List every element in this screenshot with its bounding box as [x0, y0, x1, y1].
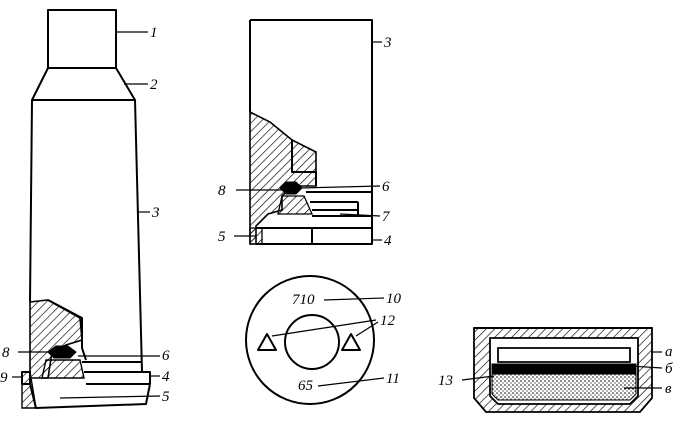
triangle-mark-right: [341, 333, 361, 351]
mid-callout-6: 6: [382, 179, 390, 195]
primer-cup: 13 a б в: [438, 327, 673, 413]
triangle-mark-left: [257, 333, 277, 351]
cup-callout-v: в: [665, 381, 672, 397]
cup-callout-13: 13: [438, 373, 453, 389]
stamp-leader-12b: [355, 321, 379, 337]
mid-callout-4: 4: [384, 233, 392, 249]
left-cartridge-case: 1 2 3 8 6 9 4 5: [0, 9, 170, 409]
callout-6: 6: [162, 348, 170, 364]
stamp-leader-10: [323, 297, 385, 301]
mid-rim: [256, 227, 373, 245]
extractor-groove: [82, 361, 151, 385]
stamp-leader-12a: [271, 319, 377, 337]
middle-case-detail: 3 8 6 7 5 4: [218, 19, 392, 249]
rim-hatch-left: [21, 371, 37, 409]
stamp-callout-11: 11: [386, 371, 400, 387]
cup-callout-a: a: [665, 344, 673, 360]
mid-leader-6: [299, 185, 381, 189]
cup-callout-b: б: [665, 361, 673, 377]
primer-anvil-layer: [491, 363, 637, 375]
case-cutaway-edge: [47, 299, 87, 361]
callout-3: 3: [151, 205, 160, 221]
case-shoulder: [31, 67, 136, 101]
headstamp-bottom-text: 65: [298, 378, 314, 394]
case-body: [29, 99, 143, 373]
mid-leader-7: [339, 213, 381, 217]
mid-callout-3: 3: [383, 35, 392, 51]
mid-cutaway-edge: [291, 140, 317, 186]
cup-leader-b: [629, 365, 663, 369]
headstamp-disc: 710 65 10 12 11: [245, 275, 402, 405]
stamp-callout-12: 12: [380, 313, 396, 329]
cup-leader-13: [461, 375, 495, 381]
callout-1: 1: [150, 25, 158, 41]
headstamp-top-text: 710: [292, 292, 315, 308]
callout-5: 5: [162, 389, 170, 405]
callout-2: 2: [150, 77, 158, 93]
case-neck: [47, 9, 117, 69]
primer-composition: [491, 373, 637, 401]
mid-case-body: [249, 19, 373, 228]
mid-case-wall-section: [249, 110, 317, 245]
mid-callout-7: 7: [382, 209, 391, 225]
leader-5: [59, 395, 161, 399]
stamp-callout-10: 10: [386, 291, 402, 307]
stamp-leader-11: [317, 377, 385, 387]
mid-grooves: [306, 191, 373, 228]
primer-pocket-cap: [47, 345, 77, 359]
primer-body: [41, 359, 85, 379]
headstamp-primer-circle: [284, 314, 340, 370]
mid-callout-5: 5: [218, 229, 226, 245]
callout-4: 4: [162, 369, 170, 385]
mid-callout-8: 8: [218, 183, 226, 199]
primer-foil-layer: [497, 347, 631, 363]
mid-primer-body: [277, 195, 314, 215]
headstamp-outer-circle: [245, 275, 375, 405]
callout-8: 8: [2, 345, 10, 361]
callout-9: 9: [0, 370, 8, 386]
